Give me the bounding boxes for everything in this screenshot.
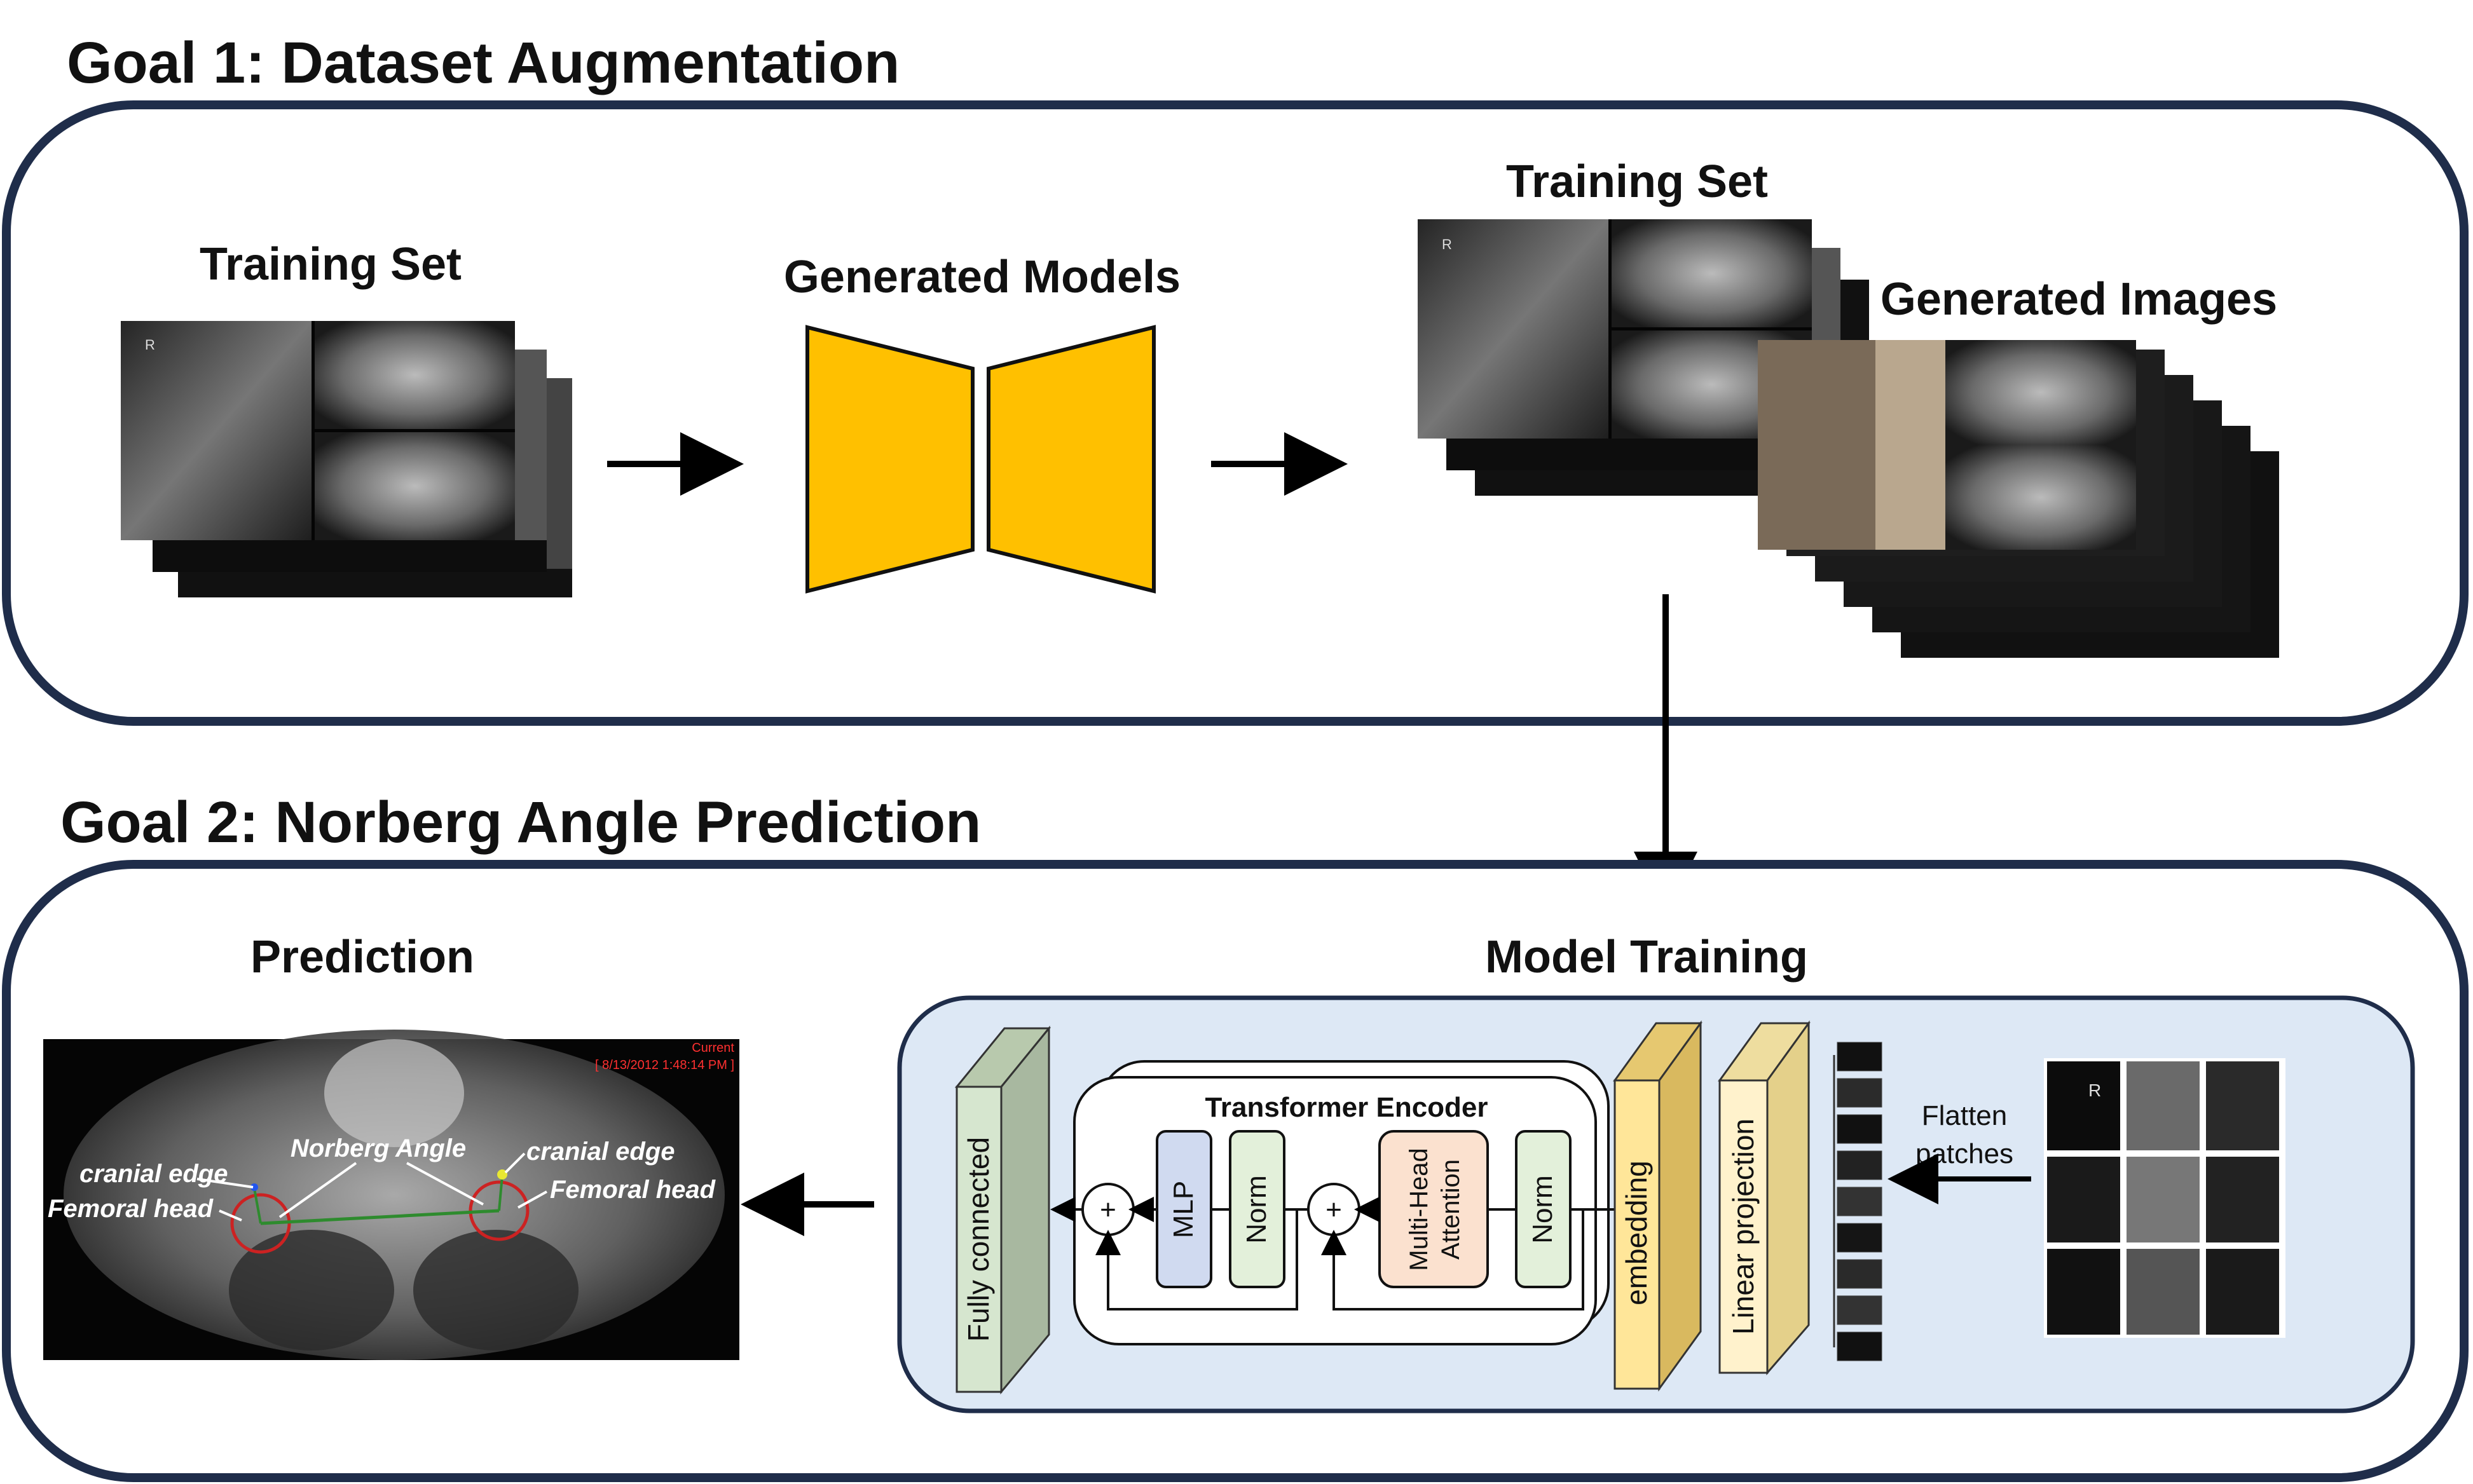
norm-label-1: Norm	[1241, 1175, 1272, 1244]
training-set-image-stack: R	[121, 321, 572, 597]
fully-connected-label: Fully connected	[962, 1137, 995, 1342]
generated-models-label: Generated Models	[784, 252, 1181, 303]
patched-input-image: R	[2044, 1058, 2285, 1338]
embedding-label: embedding	[1620, 1161, 1653, 1305]
generated-images-stack	[1758, 340, 2279, 658]
norm-label-2: Norm	[1527, 1175, 1558, 1244]
svg-text:+: +	[1326, 1194, 1342, 1225]
flatten-patches-label-line2: patches	[1915, 1138, 2013, 1169]
norberg-angle-label: Norberg Angle	[291, 1134, 466, 1162]
transformer-encoder: Transformer Encoder MLP Norm Multi-Head …	[1050, 1060, 1615, 1345]
right-femoral-head-label: Femoral head	[550, 1176, 716, 1204]
svg-text:+: +	[1100, 1194, 1116, 1225]
left-femoral-head-label: Femoral head	[48, 1195, 214, 1223]
generated-images-label: Generated Images	[1880, 274, 2277, 325]
attention-label-line2: Attention	[1437, 1159, 1465, 1260]
training-set-label: Training Set	[200, 239, 462, 290]
flatten-patches-label-line1: Flatten	[1922, 1100, 2008, 1131]
transformer-encoder-label: Transformer Encoder	[1205, 1092, 1488, 1123]
fully-connected-block: Fully connected	[954, 1025, 1052, 1395]
svg-text:R: R	[1442, 236, 1452, 252]
linear-projection-block: Linear projection	[1718, 1020, 1811, 1376]
model-training-title: Model Training	[1485, 932, 1808, 983]
left-cranial-edge-label: cranial edge	[79, 1160, 228, 1188]
xray-timestamp: [ 8/13/2012 1:48:14 PM ]	[595, 1058, 734, 1072]
combined-training-set-label: Training Set	[1506, 156, 1768, 207]
svg-text:R: R	[2088, 1080, 2101, 1100]
attention-label-line1: Multi-Head	[1405, 1148, 1433, 1270]
patch-tokens	[1833, 1042, 1882, 1361]
generator-encoder-shape	[805, 325, 975, 594]
embedding-block: embedding	[1613, 1020, 1702, 1392]
linear-projection-label: Linear projection	[1727, 1119, 1760, 1335]
right-cranial-edge-label: cranial edge	[526, 1138, 675, 1166]
prediction-xray: Current [ 8/13/2012 1:48:14 PM ] Norberg…	[43, 1030, 739, 1360]
attention-block	[1378, 1130, 1489, 1288]
norberg-line	[260, 1209, 500, 1225]
xray-timestamp-label: Current	[692, 1041, 734, 1055]
left-cranial-edge-dot	[250, 1183, 258, 1191]
prediction-title: Prediction	[250, 932, 474, 983]
goal2-title: Goal 2: Norberg Angle Prediction	[60, 790, 981, 855]
mlp-label: MLP	[1168, 1181, 1199, 1238]
generator-decoder-shape	[987, 325, 1156, 594]
goal1-title: Goal 1: Dataset Augmentation	[67, 31, 900, 95]
svg-text:R: R	[145, 337, 155, 353]
